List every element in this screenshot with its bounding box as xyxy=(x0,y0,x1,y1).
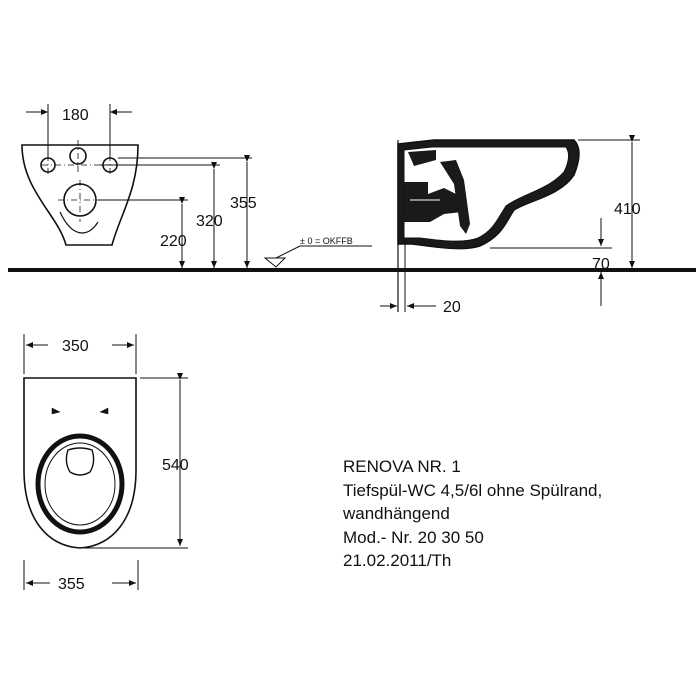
dim-355: 355 xyxy=(230,195,257,212)
model-number: Mod.- Nr. 20 30 50 xyxy=(343,527,484,547)
floor-marker-label: ± 0 = OKFFB xyxy=(300,236,353,246)
product-name: RENOVA NR. 1 xyxy=(343,457,461,476)
top-view xyxy=(23,334,188,590)
product-info: RENOVA NR. 1 Tiefspül-WC 4,5/6l ohne Spü… xyxy=(343,455,602,573)
dim-410: 410 xyxy=(614,201,641,218)
dim-180: 180 xyxy=(62,107,89,124)
drawing-date: 21.02.2011/Th xyxy=(343,551,452,570)
dim-70: 70 xyxy=(592,256,610,273)
dim-355-bottom: 355 xyxy=(58,576,85,593)
product-mounting: wandhängend xyxy=(343,504,450,523)
dim-540: 540 xyxy=(162,457,189,474)
product-description: Tiefspül-WC 4,5/6l ohne Spülrand, xyxy=(343,480,603,500)
side-view xyxy=(380,135,640,312)
dim-350: 350 xyxy=(62,338,89,355)
floor-marker xyxy=(263,245,372,268)
dim-320: 320 xyxy=(196,213,223,230)
dim-220: 220 xyxy=(160,233,187,250)
dim-20: 20 xyxy=(443,299,461,316)
front-view xyxy=(21,104,252,268)
